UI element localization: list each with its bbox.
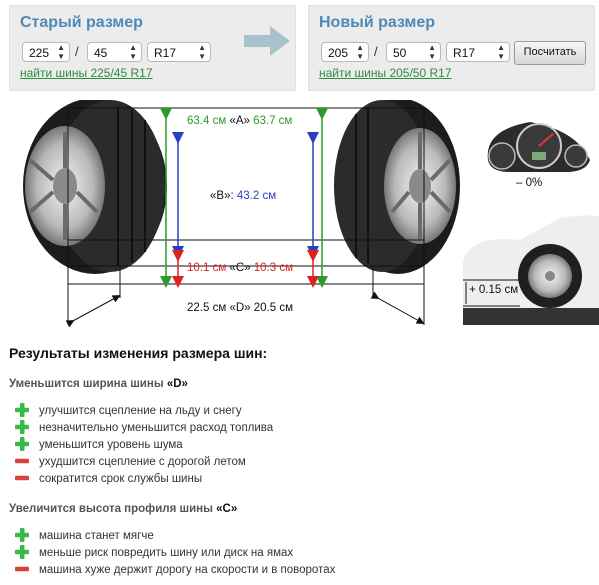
speedometer-icon (487, 122, 590, 172)
dimension-d-label: 22.5 см «D» 20.5 см (187, 302, 293, 314)
dimension-d-old: 22.5 см (187, 302, 227, 314)
new-size-title: Новый размер (319, 14, 436, 31)
dimension-b-key: «B»: (210, 190, 234, 202)
dimension-c-label: 10.1 см «C» 10.3 см (187, 262, 293, 274)
result-item-text: незначительно уменьшится расход топлива (39, 422, 274, 434)
select-arrows-icon: ▲▼ (497, 43, 505, 61)
dimension-c-new: 10.3 см (253, 262, 293, 274)
section-profile-prefix: Увеличится высота профиля шины (9, 503, 217, 515)
old-size-panel: Старый размер 225 ▲▼ / 45 ▲▼ R17 ▲▼ найт… (9, 5, 296, 91)
dimension-c-old: 10.1 см (187, 262, 227, 274)
result-item: незначительно уменьшится расход топлива (15, 419, 274, 436)
dimension-c-key: «C» (229, 262, 251, 274)
dimension-d-left-arrow (65, 295, 121, 328)
select-arrows-icon: ▲▼ (57, 43, 65, 61)
new-size-panel: Новый размер 205 ▲▼ / 50 ▲▼ R17 ▲▼ Посчи… (308, 5, 595, 91)
plus-icon (15, 436, 29, 451)
new-width-value: 205 (328, 46, 349, 60)
new-profile-select[interactable]: 50 ▲▼ (386, 42, 441, 62)
dimension-d-new: 20.5 см (253, 302, 293, 314)
select-arrows-icon: ▲▼ (129, 43, 137, 61)
find-new-tires-link[interactable]: найти шины 205/50 R17 (319, 66, 452, 80)
section-profile-title: Увеличится высота профиля шины «C» (9, 503, 237, 515)
size-separator: / (75, 44, 79, 59)
dimension-a-old: 63.4 см (187, 115, 227, 127)
find-old-tires-link[interactable]: найти шины 225/45 R17 (20, 66, 153, 80)
minus-icon (15, 458, 29, 464)
car-clearance-image (463, 215, 599, 325)
old-profile-select[interactable]: 45 ▲▼ (87, 42, 142, 62)
old-rim-value: R17 (154, 46, 177, 60)
left-tire-image (23, 100, 167, 274)
dimension-a-new: 63.7 см (253, 115, 293, 127)
old-rim-select[interactable]: R17 ▲▼ (147, 42, 211, 62)
new-rim-value: R17 (453, 46, 476, 60)
select-arrows-icon: ▲▼ (428, 43, 436, 61)
result-item-text: сократится срок службы шины (39, 473, 203, 485)
plus-icon (15, 527, 29, 542)
new-rim-select[interactable]: R17 ▲▼ (446, 42, 510, 62)
result-item-text: машина хуже держит дорогу на скорости и … (39, 564, 336, 576)
result-item: уменьшится уровень шума (15, 436, 183, 453)
diagram-graphics (23, 100, 599, 328)
new-width-select[interactable]: 205 ▲▼ (321, 42, 369, 62)
old-profile-value: 45 (94, 46, 108, 60)
result-item: ухудшится сцепление с дорогой летом (15, 454, 246, 470)
dimension-a-label: 63.4 см «A» 63.7 см (187, 115, 292, 127)
clearance-change: + 0.15 см (469, 284, 519, 296)
dimension-d-key: «D» (229, 302, 251, 314)
arrow-right-icon (244, 26, 290, 56)
result-item-text: уменьшится уровень шума (39, 439, 183, 451)
minus-icon (15, 566, 29, 572)
result-item: машина хуже держит дорогу на скорости и … (15, 562, 335, 578)
results-title: Результаты изменения размера шин: (9, 345, 268, 361)
right-tire-image (334, 100, 460, 274)
select-arrows-icon: ▲▼ (198, 43, 206, 61)
plus-icon (15, 419, 29, 434)
speedometer-change: – 0% (516, 177, 543, 189)
dimension-a-key: «A» (229, 115, 250, 127)
result-item: сократится срок службы шины (15, 471, 202, 487)
calculate-button[interactable]: Посчитать (514, 41, 586, 65)
plus-icon (15, 544, 29, 559)
section-width-key: «D» (166, 378, 188, 390)
tire-comparison-diagram: 63.4 см «A» 63.7 см «B»: 43.2 см 10.1 см… (0, 100, 599, 335)
result-item: машина станет мягче (15, 527, 154, 544)
result-item-text: машина станет мягче (39, 530, 154, 542)
old-width-value: 225 (29, 46, 50, 60)
result-item: меньше риск повредить шину или диск на я… (15, 544, 294, 561)
section-width-prefix: Уменьшится ширина шины (9, 378, 167, 390)
dimension-d-right-arrow (370, 291, 425, 324)
new-profile-value: 50 (393, 46, 407, 60)
dimension-b-label: «B»: 43.2 см (210, 190, 276, 202)
section-profile-key: «C» (216, 503, 238, 515)
plus-icon (15, 402, 29, 417)
section-width-title: Уменьшится ширина шины «D» (9, 378, 188, 390)
result-item: улучшится сцепление на льду и снегу (15, 402, 242, 419)
size-separator: / (374, 44, 378, 59)
result-item-text: ухудшится сцепление с дорогой летом (39, 456, 246, 468)
result-item-text: меньше риск повредить шину или диск на я… (39, 547, 294, 559)
old-size-title: Старый размер (20, 14, 143, 31)
select-arrows-icon: ▲▼ (356, 43, 364, 61)
minus-icon (15, 475, 29, 481)
dimension-b-value: 43.2 см (236, 190, 277, 202)
result-item-text: улучшится сцепление на льду и снегу (39, 405, 242, 417)
old-width-select[interactable]: 225 ▲▼ (22, 42, 70, 62)
